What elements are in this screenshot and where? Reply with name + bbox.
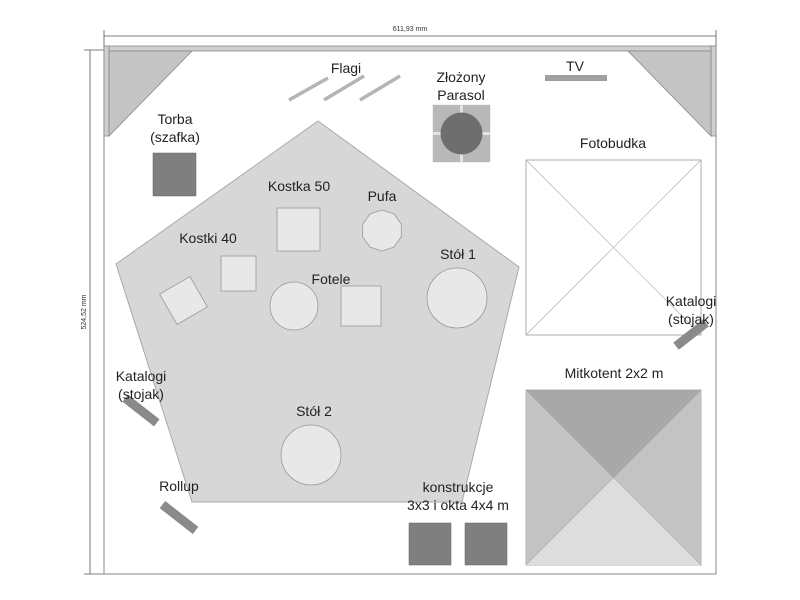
pouf-label: Pufa <box>368 188 397 204</box>
catalog-left-label-line2: (stojak) <box>118 386 164 402</box>
folded-parasol: Złożony Parasol <box>432 69 491 163</box>
parasol-label-line2: Parasol <box>437 87 484 103</box>
tv-label: TV <box>566 58 585 74</box>
catalog-right-label-line1: Katalogi <box>666 293 717 309</box>
table-1: Stół 1 <box>426 246 488 329</box>
cubes-40-label: Kostki 40 <box>179 230 237 246</box>
left-wall <box>103 45 110 137</box>
catalog-right-label-line2: (stojak) <box>668 311 714 327</box>
bag-label-line2: (szafka) <box>150 129 200 145</box>
mitko-tent: Mitkotent 2x2 m <box>525 365 702 566</box>
flags: Flagi <box>288 60 401 102</box>
table-1-label: Stół 1 <box>440 246 476 262</box>
corner-panel-left <box>108 50 193 137</box>
parasol-label-line1: Złożony <box>436 69 485 85</box>
catalog-stand-left: Katalogi (stojak) <box>116 368 167 427</box>
armchairs-label: Fotele <box>312 271 351 287</box>
corner-panel-right <box>627 50 712 137</box>
cubes-40: Kostki 40 <box>159 230 257 325</box>
cube-50: Kostka 50 <box>268 178 330 252</box>
structures-label-line1: konstrukcje <box>423 479 494 495</box>
armchairs: Fotele <box>269 271 382 331</box>
tv: TV <box>545 58 607 81</box>
width-dimension: 611,93 mm <box>103 26 717 48</box>
rollup-label: Rollup <box>159 478 199 494</box>
right-wall <box>710 45 717 137</box>
catalog-left-label-line1: Katalogi <box>116 368 167 384</box>
structures-label-line2: 3x3 i okta 4x4 m <box>407 497 509 513</box>
photo-booth: Fotobudka <box>525 135 702 336</box>
flags-label: Flagi <box>331 60 361 76</box>
mitko-tent-label: Mitkotent 2x2 m <box>565 365 664 381</box>
photo-booth-label: Fotobudka <box>580 135 646 151</box>
height-dimension-label: 524,52 mm <box>81 294 88 329</box>
height-dimension: 524,52 mm <box>81 49 104 575</box>
cube-50-label: Kostka 50 <box>268 178 330 194</box>
catalog-stand-right: Katalogi (stojak) <box>666 293 717 350</box>
back-wall <box>103 45 717 52</box>
structures: konstrukcje 3x3 i okta 4x4 m <box>407 479 509 566</box>
width-dimension-label: 611,93 mm <box>393 26 428 33</box>
bag-label-line1: Torba <box>157 111 192 127</box>
table-2-label: Stół 2 <box>296 403 332 419</box>
bag-cabinet: Torba (szafka) <box>150 111 200 197</box>
pouf: Pufa <box>362 188 402 252</box>
table-2: Stół 2 <box>280 403 342 486</box>
rollup: Rollup <box>159 478 199 534</box>
